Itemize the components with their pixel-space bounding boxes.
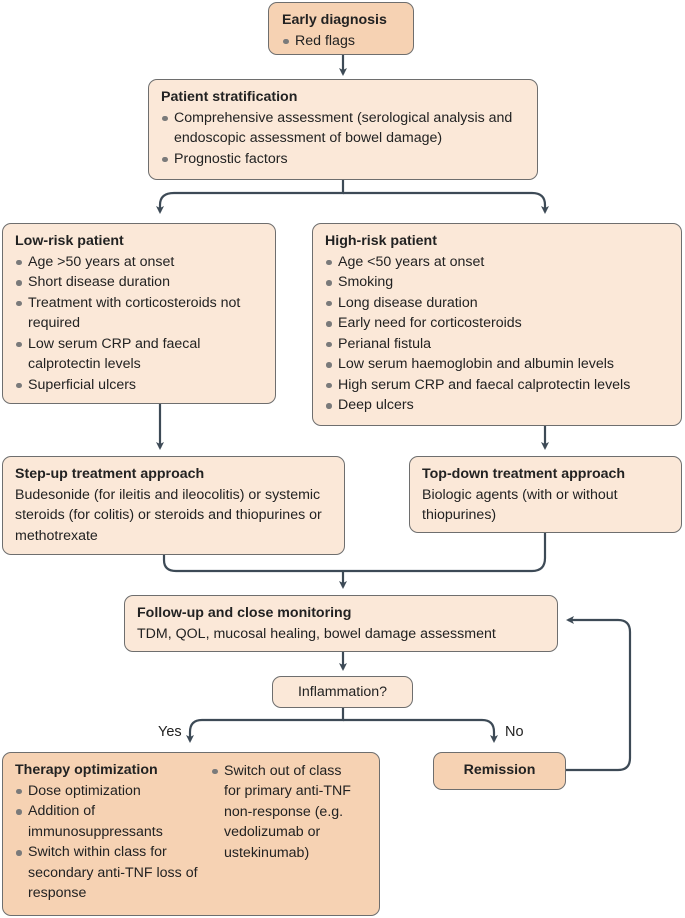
follow-up-title: Follow-up and close monitoring xyxy=(137,605,352,621)
remission-box: Remission xyxy=(433,752,566,790)
therapy-item: Dose optimization xyxy=(15,781,211,802)
patient-stratification-box: Patient stratification Comprehensive ass… xyxy=(148,79,538,180)
high-risk-item: Deep ulcers xyxy=(325,395,671,416)
high-risk-item: Long disease duration xyxy=(325,293,671,314)
high-risk-item: Early need for corticosteroids xyxy=(325,313,671,334)
inflammation-decision-box: Inflammation? xyxy=(272,676,413,708)
low-risk-item: Short disease duration xyxy=(15,272,251,293)
top-down-text: Biologic agents (with or without thiopur… xyxy=(422,486,618,524)
early-diagnosis-box: Early diagnosis Red flags xyxy=(268,2,414,55)
step-up-text: Budesonide (for ileitis and ileocolitis)… xyxy=(15,486,322,544)
low-risk-item: Treatment with corticosteroids not requi… xyxy=(15,293,251,334)
no-label: No xyxy=(505,724,524,740)
high-risk-item: Age <50 years at onset xyxy=(325,252,671,273)
step-up-title: Step-up treatment approach xyxy=(15,466,205,482)
arrow-inflammation-yes xyxy=(186,708,345,743)
therapy-item: Switch within class for secondary anti-T… xyxy=(15,842,211,904)
follow-up-text: TDM, QOL, mucosal healing, bowel damage … xyxy=(137,625,496,642)
arrow-stratification-to-low-risk xyxy=(156,180,345,214)
therapy-optimization-title: Therapy optimization xyxy=(15,762,158,778)
low-risk-item: Low serum CRP and faecal calprotectin le… xyxy=(15,334,251,375)
high-risk-title: High-risk patient xyxy=(325,233,437,249)
high-risk-item: Low serum haemoglobin and albumin levels xyxy=(325,354,671,375)
high-risk-item: High serum CRP and faecal calprotectin l… xyxy=(325,375,671,396)
high-risk-item: Perianal fistula xyxy=(325,334,671,355)
therapy-item: Switch out of class for primary anti-TNF… xyxy=(211,761,361,864)
inflammation-label: Inflammation? xyxy=(297,684,388,700)
therapy-optimization-box: Therapy optimization Dose optimization A… xyxy=(2,752,380,916)
arrow-stratification-to-high-risk xyxy=(343,191,549,214)
arrow-inflammation-no xyxy=(343,718,498,743)
low-risk-item: Age >50 years at onset xyxy=(15,252,251,273)
yes-label: Yes xyxy=(158,724,182,740)
early-diagnosis-title: Early diagnosis xyxy=(282,12,387,28)
high-risk-item: Smoking xyxy=(325,272,671,293)
follow-up-monitoring-box: Follow-up and close monitoring TDM, QOL,… xyxy=(124,595,558,652)
arrow-remission-loop xyxy=(566,616,632,772)
top-down-treatment-box: Top-down treatment approach Biologic age… xyxy=(409,456,682,533)
top-down-title: Top-down treatment approach xyxy=(422,466,626,482)
stratification-item: Prognostic factors xyxy=(161,149,527,170)
low-risk-item: Superficial ulcers xyxy=(15,375,251,396)
arrow-merge-to-follow-up xyxy=(162,533,547,573)
high-risk-patient-box: High-risk patient Age <50 years at onset… xyxy=(312,223,682,426)
patient-stratification-title: Patient stratification xyxy=(161,89,298,105)
stratification-item: Comprehensive assessment (serological an… xyxy=(161,108,527,149)
remission-label: Remission xyxy=(463,762,536,778)
low-risk-patient-box: Low-risk patient Age >50 years at onset … xyxy=(2,223,276,404)
therapy-item: Addition of immunosuppressants xyxy=(15,801,211,842)
low-risk-title: Low-risk patient xyxy=(15,233,124,249)
step-up-treatment-box: Step-up treatment approach Budesonide (f… xyxy=(2,456,345,555)
early-diagnosis-item: Red flags xyxy=(282,31,403,52)
